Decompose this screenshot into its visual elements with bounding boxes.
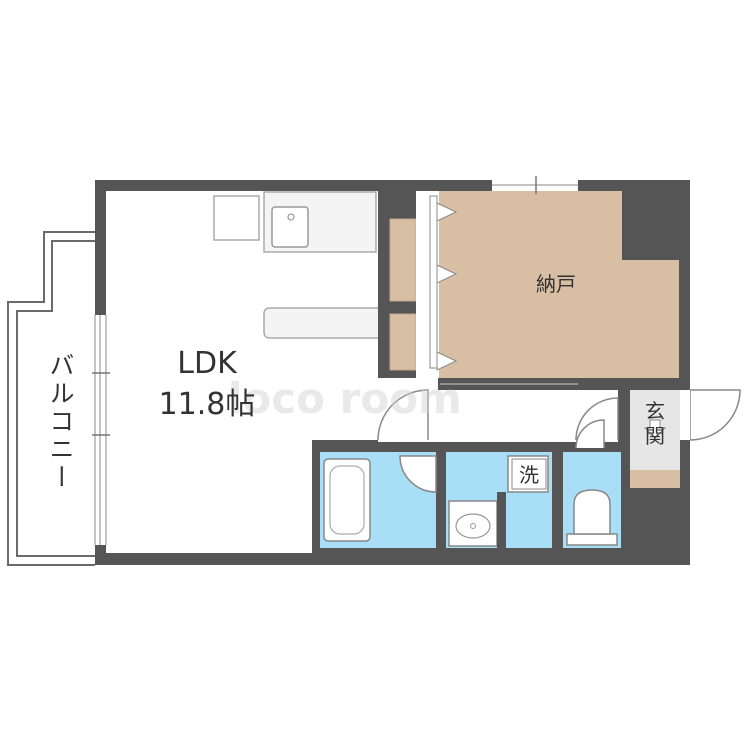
toilet-door-swing [575,419,605,449]
vanity-basin [455,513,491,539]
entrance-label-char-2: 関 [645,424,665,448]
toilet-bowl [573,489,611,535]
bathroom-door-swing [399,455,437,493]
bathtub-inner [329,465,365,535]
balcony [7,231,95,566]
closet-upper [389,218,417,302]
kitchen-upper-cabinet [263,307,378,339]
basin-drain-icon [470,523,476,529]
closet-door-panel [429,195,438,369]
ldk-floor [106,191,378,553]
closet-lower [389,313,417,371]
ldk-size: 11.8帖 [159,387,256,422]
watermark: loco room [228,374,462,423]
laundry-label: 洗 [519,463,539,487]
balcony-window [92,315,110,545]
ldk-name: LDK [177,346,238,381]
entrance-arrow-icon [643,419,667,439]
storage-floor [439,191,679,378]
hallway-opening [378,378,438,390]
storage-name: 納戸 [536,272,576,296]
closet-hinge-icons [436,202,458,371]
toilet-tank [566,533,618,546]
entrance-door-swing [689,389,741,441]
fridge-space [213,195,260,241]
entrance-door-gap [680,390,690,440]
shoe-cabinet [630,470,680,488]
balcony-label: バルコニー [46,352,75,492]
ldk-door-swing [377,389,429,441]
entrance-label-char-1: 玄 [645,399,665,423]
storage-window [492,176,578,194]
laundry-label-box [511,458,547,490]
sink-drain-icon [287,213,295,221]
kitchen-sink [271,206,309,248]
washroom-separator [497,492,506,548]
